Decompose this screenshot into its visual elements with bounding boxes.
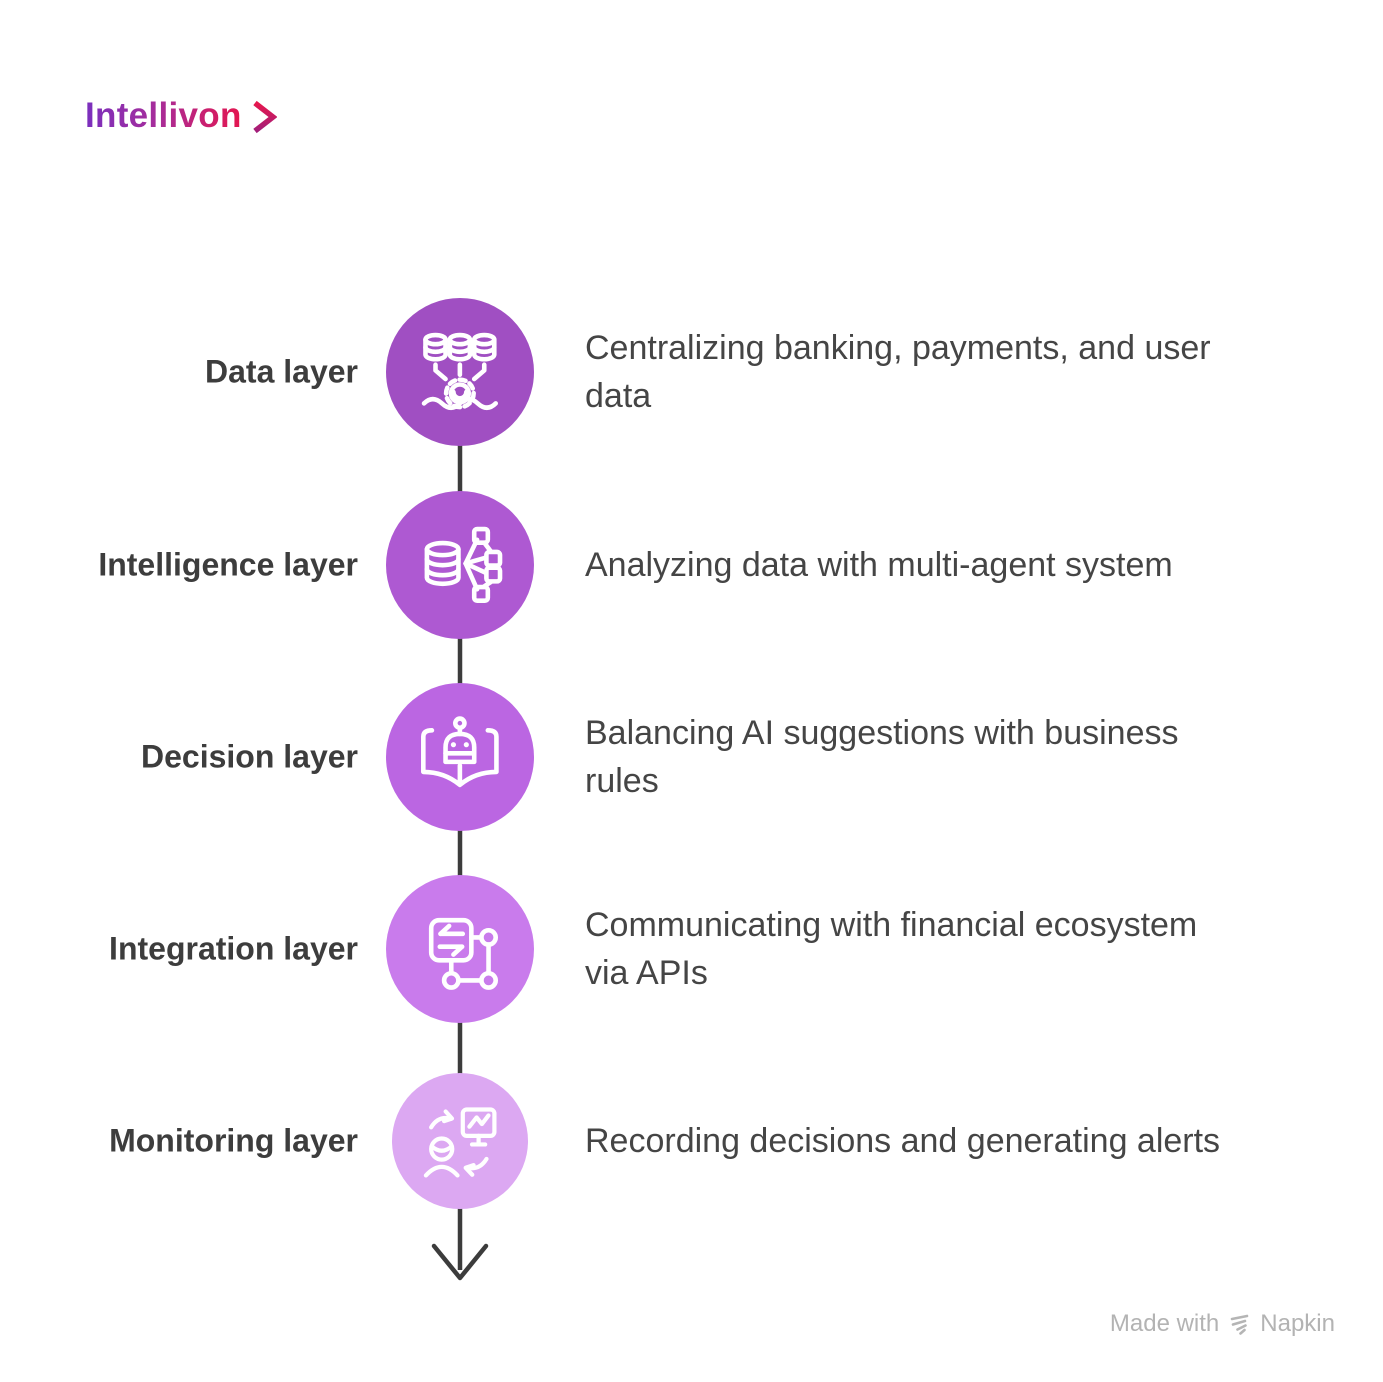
layer-icon-circle bbox=[386, 683, 534, 831]
person-monitor-sync-icon bbox=[423, 1107, 497, 1178]
brand-logo: Intellivon bbox=[85, 96, 277, 136]
brand-logo-text: Intellivon bbox=[85, 96, 242, 135]
layer-label: Intelligence layer bbox=[98, 546, 358, 583]
api-network-icon bbox=[429, 918, 499, 991]
layer-label: Integration layer bbox=[109, 930, 358, 967]
layer-description: Analyzing data with multi-agent system bbox=[585, 546, 1173, 584]
book-robot-icon bbox=[421, 716, 499, 788]
layer-icon-circle bbox=[392, 1073, 528, 1209]
napkin-brand-text: Napkin bbox=[1260, 1310, 1335, 1337]
layer-description: Communicating with financial ecosystem v… bbox=[585, 906, 1198, 992]
layer-icon-circle bbox=[386, 875, 534, 1023]
layer-description: Balancing AI suggestions with business r… bbox=[585, 714, 1179, 800]
made-with-text: Made with bbox=[1109, 1310, 1220, 1337]
layer-label: Decision layer bbox=[141, 738, 358, 775]
layer-label: Data layer bbox=[205, 353, 358, 390]
layer-icon-circle bbox=[386, 298, 534, 446]
layer-icon-circle bbox=[386, 491, 534, 639]
napkin-attribution: Made with Napkin bbox=[1110, 1310, 1335, 1338]
database-network-icon bbox=[424, 526, 503, 604]
data-consolidation-icon bbox=[421, 332, 499, 411]
layer-description: Recording decisions and generating alert… bbox=[585, 1122, 1221, 1160]
napkin-logo-icon bbox=[1230, 1314, 1249, 1335]
layer-label: Monitoring layer bbox=[109, 1122, 358, 1159]
chevron-right-icon bbox=[252, 100, 277, 134]
layer-description: Centralizing banking, payments, and user… bbox=[585, 329, 1211, 415]
